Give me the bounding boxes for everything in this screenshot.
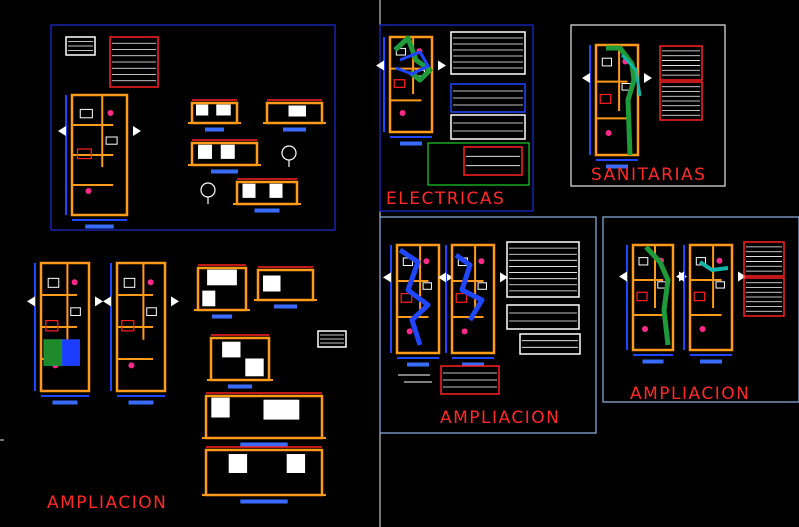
panel-table-electricas <box>450 83 526 113</box>
floor-plan-ampliacion-right-2 <box>676 243 746 364</box>
floor-plan-electricas <box>376 35 446 146</box>
elevation-ampliacion-5 <box>202 446 326 504</box>
floor-plan-sanitarias <box>582 43 652 169</box>
frame-planta-principal <box>50 24 336 231</box>
circuit-center-1 <box>398 247 431 346</box>
sheet-label-sanitarias: SANITARIAS <box>591 165 707 185</box>
frame-ampliacion-right <box>602 216 799 403</box>
legend-table-sanitarias-1 <box>659 45 703 81</box>
elevation-ampliacion-2 <box>254 266 317 309</box>
elevation-main-4 <box>233 178 301 213</box>
pipe-teal-ampliacion-right <box>698 260 729 272</box>
sheet-label-electricas: ELECTRICAS <box>386 189 506 209</box>
elevation-ampliacion-1 <box>194 264 250 319</box>
summary-table-electricas <box>450 114 526 140</box>
summary-table-ampliacion-center <box>519 333 581 355</box>
floor-plan-ampliacion-center-2 <box>438 243 508 367</box>
frame-electricas <box>379 24 534 212</box>
legend-table-main-2 <box>109 36 159 88</box>
tree-symbol-2 <box>200 182 216 204</box>
pipe-green-ampliacion-right <box>644 245 671 346</box>
legend-table-main-1 <box>65 36 96 56</box>
legend-table-ampliacion-left <box>317 330 347 348</box>
legend-table-ampliacion-right-2 <box>743 277 785 317</box>
legend-table-electricas <box>463 146 523 176</box>
frame-sanitarias <box>570 24 726 187</box>
floor-plan-ampliacion-1 <box>27 261 103 405</box>
elevation-main-2 <box>263 99 326 132</box>
elevation-main-3 <box>188 139 261 174</box>
frame-electricas-legend <box>427 142 530 186</box>
floor-plan-ampliacion-right-1 <box>619 243 687 364</box>
sheet-label-ampliacion-center: AMPLIACION <box>440 408 561 428</box>
pipe-teal-sanitarias <box>620 53 642 97</box>
legend-table-sanitarias-2 <box>659 81 703 121</box>
circuit-green-electricas <box>393 35 433 83</box>
frame-ampliacion-center <box>379 216 597 434</box>
floor-plan-ampliacion-center-1 <box>383 243 453 367</box>
elevation-main-1 <box>188 99 241 132</box>
floor-plan-main <box>58 93 141 229</box>
pipe-green-sanitarias <box>606 45 637 156</box>
panel-table-ampliacion-center <box>506 304 580 330</box>
floor-plan-ampliacion-2 <box>103 261 179 405</box>
circuit-center-2 <box>454 252 485 322</box>
sheet-label-ampliacion-right: AMPLIACION <box>630 384 751 404</box>
load-table-ampliacion-center <box>506 241 580 298</box>
sheet-label-ampliacion-left: AMPLIACION <box>47 493 168 513</box>
circuit-blue-electricas <box>395 50 430 76</box>
legend-table-ampliacion-center <box>440 365 500 395</box>
legend-table-ampliacion-right-1 <box>743 241 785 277</box>
elevation-ampliacion-4 <box>202 392 326 447</box>
load-table-electricas <box>450 31 526 75</box>
tree-symbol-1 <box>281 145 297 167</box>
elevation-ampliacion-3 <box>207 334 273 389</box>
